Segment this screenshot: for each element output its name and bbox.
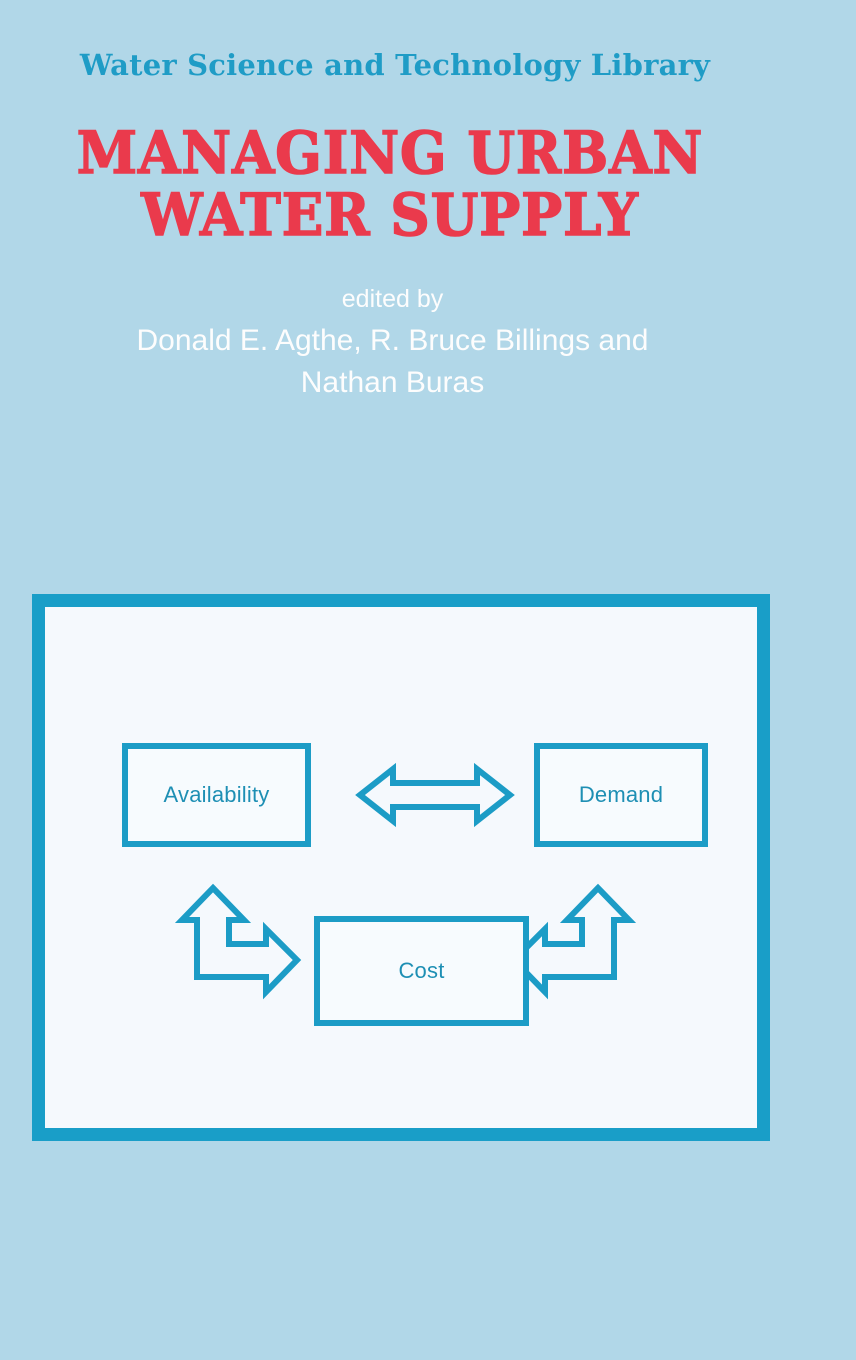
diagram-panel: Availability Demand Cost: [45, 607, 757, 1128]
diagram-node-cost: Cost: [314, 916, 529, 1026]
series-title: Water Science and Technology Library: [79, 48, 711, 82]
double-headed-horizontal-arrow-icon: [355, 762, 515, 828]
editor-line-2: Nathan Buras: [300, 366, 485, 399]
editor-line-1: Donald E. Agthe, R. Bruce Billings and: [136, 324, 649, 357]
diagram-node-availability: Availability: [122, 743, 311, 847]
diagram-node-demand: Demand: [534, 743, 708, 847]
diagram-node-label: Availability: [163, 782, 270, 807]
editor-names: Donald E. Agthe, R. Bruce Billings and N…: [0, 320, 785, 404]
diagram-connectors: [174, 762, 637, 1000]
diagram-node-label: Demand: [578, 782, 664, 807]
edited-by-label: edited by: [341, 285, 444, 313]
diagram-frame: Availability Demand Cost: [32, 594, 770, 1141]
title-line-1: MANAGING URBAN: [76, 119, 704, 187]
bent-double-headed-arrow-up-right-icon: [174, 883, 302, 1000]
diagram-node-label: Cost: [398, 958, 445, 983]
bent-double-headed-arrow-up-left-icon: [509, 883, 637, 1000]
title-line-2: WATER SUPPLY: [141, 181, 639, 249]
page-title: MANAGING URBAN WATER SUPPLY: [0, 119, 780, 249]
